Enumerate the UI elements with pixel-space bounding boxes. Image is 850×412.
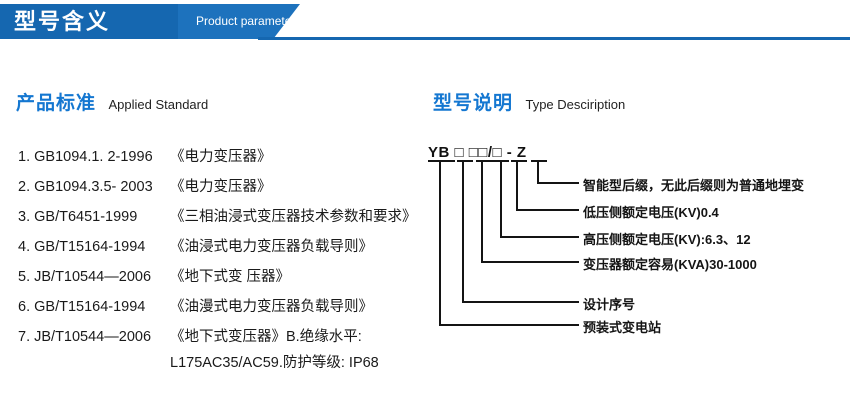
list-item: 3. GB/T6451-1999 《三相油浸式变压器技术参数和要求》 [18, 205, 438, 226]
diagram-label-prefab-substation: 预装式变电站 [583, 320, 662, 335]
model-code-string: YB □ □□/□ - Z [428, 144, 527, 161]
standard-code: 1. GB1094.1. 2-1996 [18, 149, 153, 165]
banner-dark-block [0, 4, 186, 39]
standard-code: 5. JB/T10544—2006 [18, 269, 152, 285]
section-heading-left-cn: 产品标准 [16, 93, 97, 114]
standard-name: 《三相油浸式变压器技术参数和要求》 [170, 209, 417, 225]
diagram-label-smart-suffix: 智能型后缀，无此后缀则为普通地埋变 [583, 178, 805, 193]
standard-name: 《油漫式电力变压器负载导则》 [170, 299, 373, 315]
list-item: 7. JB/T10544—2006 《地下式变压器》B.绝缘水平: [18, 325, 438, 346]
section-heading-right-en: Type Desciription [525, 97, 626, 112]
standard-code: 4. GB/T15164-1994 [18, 239, 146, 255]
list-item: 6. GB/T15164-1994 《油漫式电力变压器负载导则》 [18, 295, 438, 316]
standards-list: 1. GB1094.1. 2-1996 《电力变压器》 2. GB1094.3.… [18, 145, 438, 381]
banner-title-cn: 型号含义 [14, 9, 111, 34]
standard-name: 《地下式变 压器》 [170, 269, 291, 285]
standard-name: 《油浸式电力变压器负载导则》 [170, 239, 373, 255]
section-heading-left-en: Applied Standard [108, 97, 209, 112]
section-heading-right-cn: 型号说明 [433, 93, 514, 114]
model-code-diagram: YB □ □□/□ - Z 智能型后缀，无此后缀则 [420, 140, 850, 340]
standard-code: 2. GB1094.3.5- 2003 [18, 179, 153, 195]
section-heading-type-description: 型号说明 Type Desciription [433, 88, 625, 115]
section-heading-applied-standard: 产品标准 Applied Standard [16, 88, 208, 115]
standard-continuation-line: L175AC35/AC59.防护等级: IP68 [170, 355, 379, 371]
list-item: 2. GB1094.3.5- 2003 《电力变压器》 [18, 175, 438, 196]
diagram-label-hv-rated-voltage: 高压侧额定电压(KV):6.3、12 [583, 232, 751, 247]
list-item: 5. JB/T10544—2006 《地下式变 压器》 [18, 265, 438, 286]
page-header-banner: 型号含义 Product parameters [0, 0, 850, 46]
diagram-label-design-serial-number: 设计序号 [583, 297, 636, 312]
diagram-label-rated-capacity: 变压器额定容易(KVA)30-1000 [583, 257, 757, 272]
list-item: 1. GB1094.1. 2-1996 《电力变压器》 [18, 145, 438, 166]
standard-code: 3. GB/T6451-1999 [18, 209, 138, 225]
model-diagram-leader-lines [428, 160, 579, 326]
standard-name: 《电力变压器》 [170, 179, 272, 195]
diagram-label-lv-rated-voltage: 低压侧额定电压(KV)0.4 [583, 205, 719, 220]
banner-title-en: Product parameters [196, 14, 302, 28]
standard-name: 《地下式变压器》B.绝缘水平: [170, 329, 362, 345]
banner-horizontal-rule [258, 37, 850, 40]
standard-name: 《电力变压器》 [170, 149, 272, 165]
standard-code: 6. GB/T15164-1994 [18, 299, 146, 315]
list-item: 4. GB/T15164-1994 《油浸式电力变压器负载导则》 [18, 235, 438, 256]
standard-code: 7. JB/T10544—2006 [18, 329, 152, 345]
